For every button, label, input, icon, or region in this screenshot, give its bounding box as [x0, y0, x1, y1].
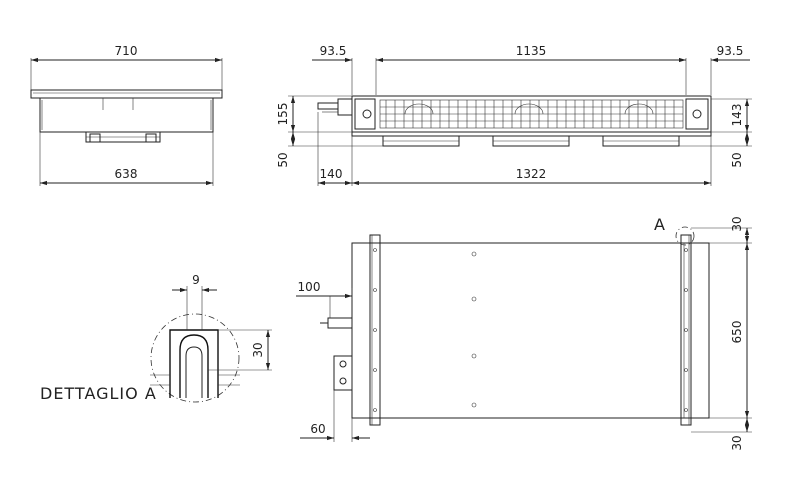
dim-30-top: 30	[730, 216, 744, 231]
dim-60: 60	[310, 422, 325, 436]
fan-motor-1	[382, 135, 460, 147]
front-view: 93.5 1135 93.5	[276, 44, 752, 186]
dim-155: 155	[276, 103, 290, 126]
detail-title: DETTAGLIO A	[40, 384, 157, 403]
detail-a: 9 30 DETTAGLIO A	[40, 273, 272, 403]
dim-1135: 1135	[516, 44, 547, 58]
dim-50-right: 50	[730, 152, 744, 167]
dim-143: 143	[730, 104, 744, 127]
dim-100: 100	[298, 280, 321, 294]
dim-30-bottom: 30	[730, 435, 744, 450]
dim-50-left: 50	[276, 152, 290, 167]
dim-93-5-left: 93.5	[320, 44, 347, 58]
fan-motor-2	[492, 135, 570, 147]
dim-30-detail: 30	[251, 342, 265, 357]
dim-1322: 1322	[516, 167, 547, 181]
detail-marker-a: A	[654, 215, 666, 234]
plan-view: A 30 650 30 100 60	[296, 215, 752, 451]
fan-motor-3	[602, 135, 680, 147]
dim-9: 9	[192, 273, 200, 287]
dim-710: 710	[115, 44, 138, 58]
dim-93-5-right: 93.5	[717, 44, 744, 58]
dim-140: 140	[320, 167, 343, 181]
dim-638: 638	[115, 167, 138, 181]
dim-650: 650	[730, 321, 744, 344]
side-view: 710 638	[30, 44, 223, 186]
